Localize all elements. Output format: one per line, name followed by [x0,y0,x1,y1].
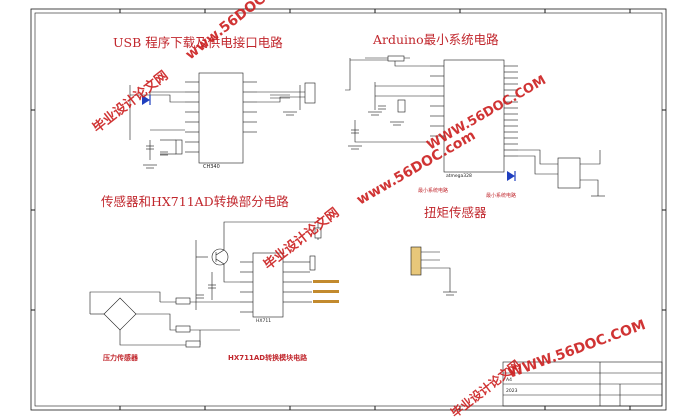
title-block [502,361,663,407]
titleblock-date: 2023 [506,388,518,394]
pressure-sensor-label: 压力传感器 [103,353,139,362]
hx711-circuit [89,220,322,348]
arduino-note-right: 最小系统电路 [486,192,516,199]
aux-chip [557,157,581,189]
arduino-circuit [345,55,605,197]
arduino-section-title: Arduino最小系统电路 [372,32,499,47]
hx711-chip-label: HX711 [256,318,271,324]
torque-connector [410,246,422,276]
watermark-url-top: www.56DOC.com [183,0,299,63]
usb-section-title: USB 程序下载及供电接口电路 [113,35,283,50]
sheet-frame [30,8,667,411]
usb-circuit [129,72,316,169]
watermark-cn-mid: 毕业设计论文网 [261,205,343,274]
sensor-section-title: 传感器和HX711AD转换部分电路 [101,194,289,209]
titleblock-size: A4 [506,377,512,383]
usb-led-icon [142,95,151,105]
load-cell-bridge [103,297,137,331]
watermark-cn-left: 毕业设计论文网 [90,68,172,137]
hx711-chip [252,252,284,318]
watermark-url-bottom: WWW.56DOC.COM [506,317,648,382]
watermark-layer: www.56DOC.com 毕业设计论文网 www.56DOC.com 毕业设计… [90,0,648,420]
usb-connector [304,82,316,104]
ch340-label: CH340 [203,164,220,170]
hx711-circuit-label: HX711AD转换模块电路 [228,353,308,362]
torque-section-title: 扭矩传感器 [424,205,487,220]
arduino-note-left: 最小系统电路 [418,187,448,194]
atmega-chip [443,59,505,173]
arduino-led-icon [507,171,516,181]
torque-circuit [410,246,457,296]
ch340-chip [198,72,244,164]
hx711-output-pins [313,280,339,303]
atmega-label: atmega328 [446,173,472,179]
